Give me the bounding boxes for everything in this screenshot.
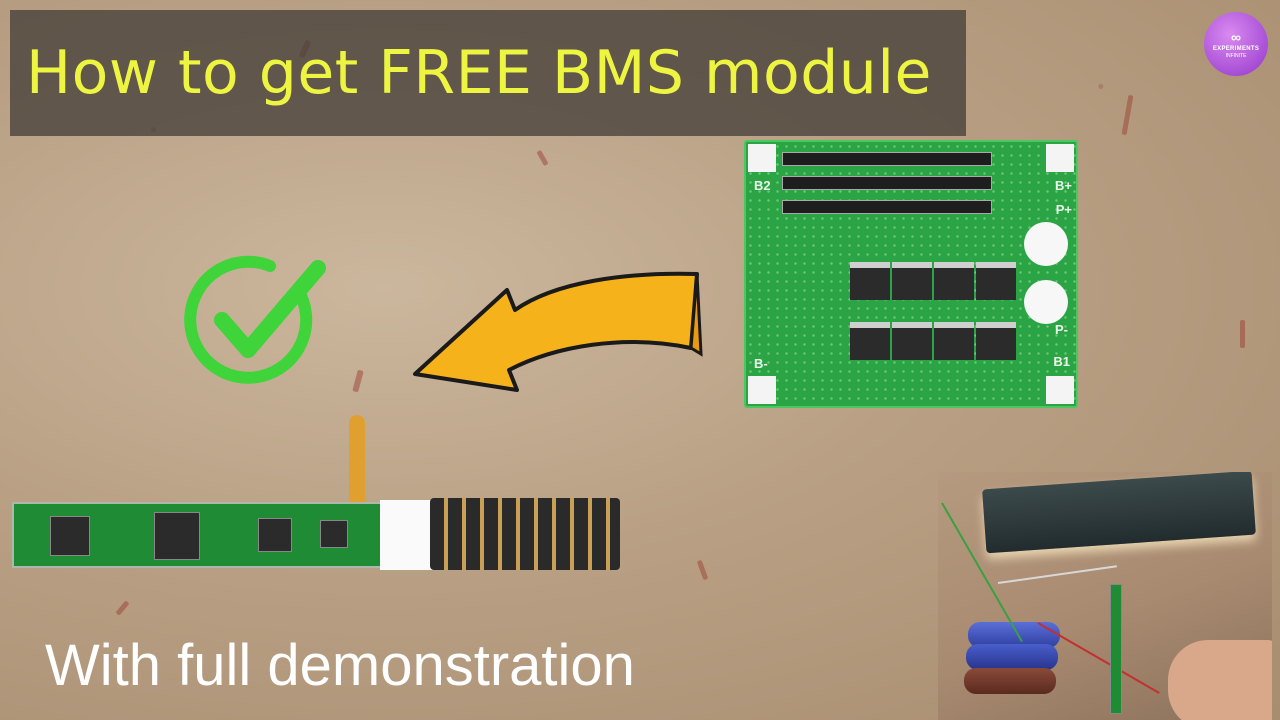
solder-pad (1046, 144, 1074, 172)
pcb-chip (258, 518, 292, 552)
mosfet-chip (892, 262, 932, 300)
demonstration-photo (938, 472, 1272, 720)
component-row (782, 200, 992, 214)
board-label-p-plus: P+ (1055, 202, 1072, 217)
mosfet-chip (934, 322, 974, 360)
pcb-white-section (380, 500, 435, 570)
laptop-battery-pcb-image (12, 502, 382, 568)
mosfet-chip (976, 322, 1016, 360)
background-speck (1240, 320, 1245, 348)
video-title: How to get FREE BMS module (26, 38, 932, 108)
component-row (782, 176, 992, 190)
mosfet-chip (892, 322, 932, 360)
board-label-b2: B2 (754, 178, 771, 193)
solder-pad (748, 144, 776, 172)
pcb-chip (50, 516, 90, 556)
green-checkmark-icon (184, 255, 326, 384)
title-banner: How to get FREE BMS module (10, 10, 966, 136)
mosfet-chip (850, 262, 890, 300)
laptop-battery-pack (982, 472, 1256, 554)
mounting-hole (1024, 280, 1068, 324)
battery-cell (964, 668, 1056, 694)
channel-logo-badge: ∞ EXPERIMENTS INFINITE (1204, 12, 1268, 76)
hand (1168, 640, 1272, 720)
background-speck (115, 600, 130, 616)
curved-arrow-icon (413, 271, 703, 392)
pcb-chip (320, 520, 348, 548)
wire (997, 565, 1117, 584)
board-label-b1: B1 (1053, 354, 1070, 369)
background-speck (1121, 94, 1134, 136)
background-speck (352, 369, 364, 393)
battery-cell (966, 644, 1058, 670)
solder-pad (1046, 376, 1074, 404)
board-label-p-minus: P- (1055, 322, 1068, 337)
badge-line-1: EXPERIMENTS (1212, 45, 1260, 52)
video-subtitle: With full demonstration (45, 633, 635, 698)
board-label-b-minus: B- (754, 356, 768, 371)
infinity-icon: ∞ (1231, 28, 1241, 45)
bms-board-image: B2 B+ P+ P- B- B1 (744, 140, 1078, 408)
solder-pad (748, 376, 776, 404)
battery-connector (430, 498, 620, 570)
board-label-b-plus: B+ (1055, 178, 1072, 193)
badge-line-2: INFINITE (1225, 52, 1247, 59)
mounting-hole (1024, 222, 1068, 266)
background-speck (536, 149, 549, 167)
component-row (782, 152, 992, 166)
small-pcb-strip (1110, 584, 1122, 714)
mosfet-chip (934, 262, 974, 300)
mosfet-chip (850, 322, 890, 360)
mosfet-chip (976, 262, 1016, 300)
background-speck (696, 559, 709, 581)
pcb-chip (154, 512, 200, 560)
flex-cable (349, 415, 365, 505)
